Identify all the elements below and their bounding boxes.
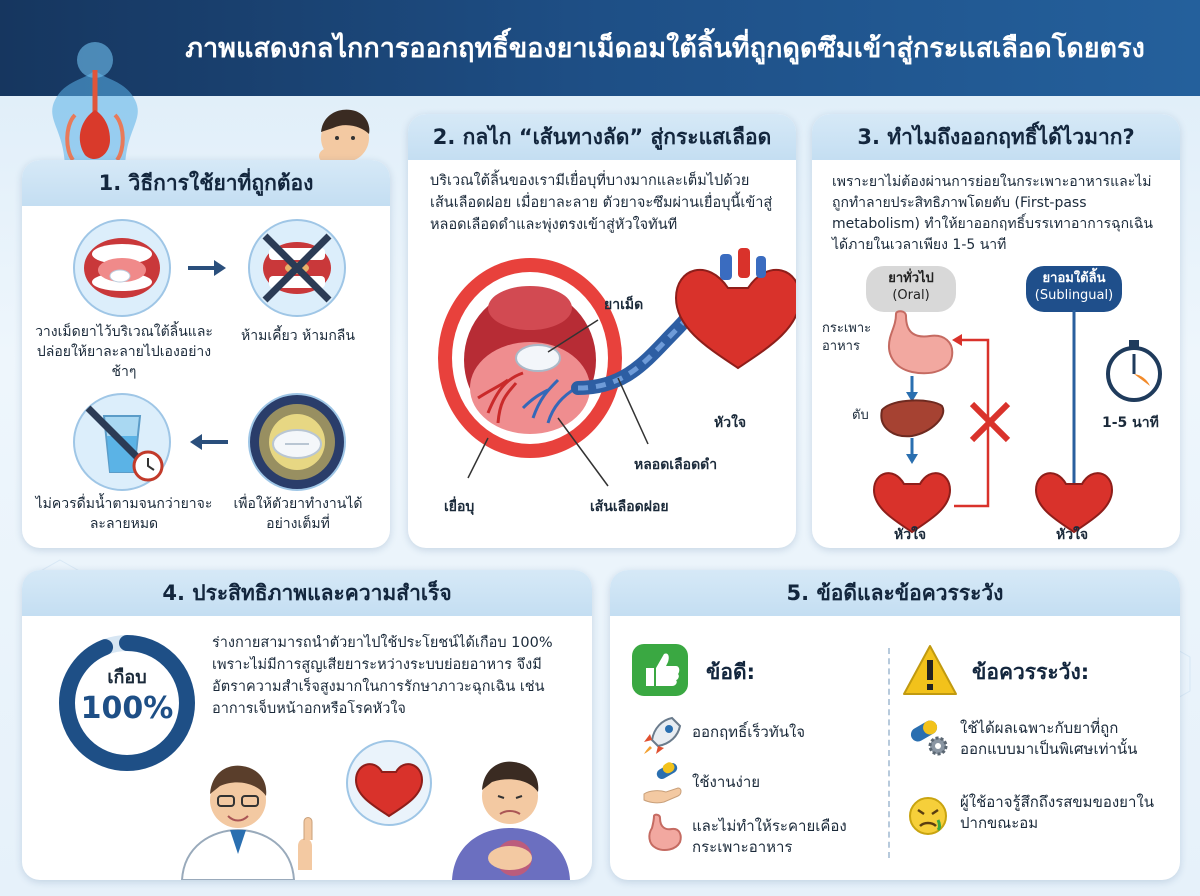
label-heart-sublingual: หัวใจ: [1056, 527, 1089, 543]
card-mechanism-title: 2. กลไก “เส้นทางลัด” สู่กระแสเลือด: [408, 114, 796, 160]
card-usage-title: 1. วิธีการใช้ยาที่ถูกต้อง: [22, 160, 390, 206]
arrow-left-icon: [190, 434, 228, 450]
hand-capsule-icon: [643, 762, 682, 804]
pros-item-2: ใช้งานง่าย: [692, 773, 761, 791]
oral-label-text: ยาทั่วไป: [888, 271, 934, 286]
label-time: 1-5 นาที: [1102, 415, 1159, 431]
card-why-fast-title: 3. ทำไมถึงออกฤทธิ์ได้ไวมาก?: [812, 114, 1180, 160]
header-bar: ภาพแสดงกลไกการออกฤทธิ์ของยาเม็ดอมใต้ลิ้น…: [0, 0, 1200, 96]
card-pros-cons-title: 5. ข้อดีและข้อควรระวัง: [610, 570, 1180, 616]
oral-sub-text: (Oral): [892, 288, 930, 303]
oral-pill-label: ยาทั่วไป (Oral): [866, 266, 956, 312]
step1-text: วางเม็ดยาไว้บริเวณใต้ลิ้นและปล่อยให้ยาละ…: [35, 324, 213, 380]
bitter-face-icon: [909, 797, 947, 835]
label-mucosa: เยื่อบุ: [444, 499, 475, 515]
card-efficacy: 4. ประสิทธิภาพและความสำเร็จ เกือบ 100% ร…: [22, 570, 592, 880]
label-liver: ตับ: [852, 408, 869, 423]
label-pill: ยาเม็ด: [604, 297, 644, 313]
card-why-fast: 3. ทำไมถึงออกฤทธิ์ได้ไวมาก? เพราะยาไม่ต้…: [812, 114, 1180, 548]
pros-item-1: ออกฤทธิ์เร็วทันใจ: [692, 723, 806, 741]
label-vein: หลอดเลือดดำ: [634, 457, 718, 473]
card-mechanism: 2. กลไก “เส้นทางลัด” สู่กระแสเลือด บริเว…: [408, 114, 796, 548]
label-stomach: กระเพาะอาหาร: [822, 321, 872, 354]
arrow-right-icon: [188, 260, 226, 276]
step4-text: ไม่ควรดื่มน้ำตามจนกว่ายาจะละลายหมด: [35, 496, 213, 532]
warning-icon: [903, 645, 957, 695]
sub-label-text: ยาอมใต้ลิ้น: [1042, 271, 1106, 286]
sublingual-pill-label: ยาอมใต้ลิ้น (Sublingual): [1026, 266, 1122, 312]
card-efficacy-title: 4. ประสิทธิภาพและความสำเร็จ: [22, 570, 592, 616]
bioavailability-gauge: [59, 635, 195, 771]
sub-sub-text: (Sublingual): [1034, 288, 1114, 303]
gauge-top-text: เกือบ: [107, 667, 147, 688]
pros-cons-divider: [888, 648, 890, 858]
stomach-icon: [648, 813, 682, 851]
no-chewing-icon: [248, 219, 346, 317]
mechanism-desc: บริเวณใต้ลิ้นของเรามีเยื่อบุที่บางมากและ…: [430, 173, 773, 233]
no-water-icon: [73, 393, 171, 491]
efficacy-desc: ร่างกายสามารถนำตัวยาไปใช้ประโยชน์ได้เกือ…: [212, 635, 553, 717]
patient-chest-pain-illustration: [452, 761, 570, 880]
card-usage: 1. วิธีการใช้ยาที่ถูกต้อง วางเม็ดยาไว้บร…: [22, 160, 390, 548]
cons-title: ข้อควรระวัง:: [972, 660, 1090, 684]
tongue-pill-icon: [73, 219, 171, 317]
doctor-thumbs-up-illustration: [180, 765, 313, 880]
rocket-icon: [644, 716, 682, 754]
mouth-circulation-diagram: [438, 248, 796, 487]
absorption-pathway-diagram: [872, 310, 1162, 534]
body-anatomy-illustration: [52, 42, 138, 170]
cons-item-2: ผู้ใช้อาจรู้สึกถึงรสขมของยาในปากขณะอม: [960, 793, 1154, 832]
cons-item-1: ใช้ได้ผลเฉพาะกับยาที่ถูกออกแบบมาเป็นพิเศ…: [960, 719, 1138, 758]
gauge-value-text: 100%: [80, 691, 174, 726]
label-heart-oral: หัวใจ: [894, 527, 927, 543]
card-pros-cons: 5. ข้อดีและข้อควรระวัง ข้อดี: ออกฤทธิ์เร…: [610, 570, 1180, 880]
heart-icon: [346, 740, 432, 826]
why-fast-desc: เพราะยาไม่ต้องผ่านการย่อยในกระเพาะอาหารแ…: [832, 174, 1153, 253]
step2-text: ห้ามเคี้ยว ห้ามกลืน: [241, 328, 355, 344]
thumbs-up-icon: [632, 644, 688, 696]
pros-title: ข้อดี:: [706, 660, 756, 684]
label-capillary: เส้นเลือดฝอย: [590, 499, 669, 515]
capsule-gear-icon: [910, 720, 948, 756]
step3-text: เพื่อให้ตัวยาทำงานได้อย่างเต็มที่: [233, 496, 363, 532]
label-heart: หัวใจ: [714, 415, 747, 431]
pros-item-3: และไม่ทำให้ระคายเคืองกระเพาะอาหาร: [692, 817, 847, 856]
glowing-pill-icon: [248, 393, 346, 491]
page-title: ภาพแสดงกลไกการออกฤทธิ์ของยาเม็ดอมใต้ลิ้น…: [185, 33, 1145, 64]
gauge-arc: [59, 635, 195, 771]
